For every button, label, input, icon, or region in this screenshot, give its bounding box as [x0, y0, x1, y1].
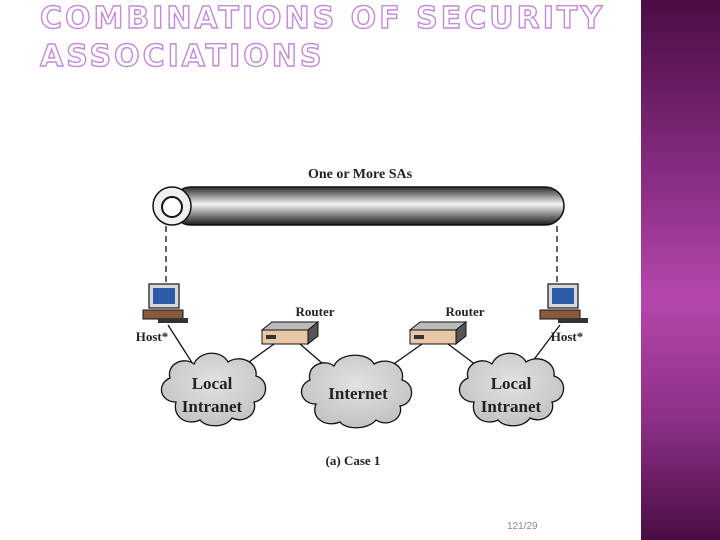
router-icon-right [408, 320, 468, 346]
computer-icon-left [142, 283, 188, 323]
host-label-left: Host* [136, 329, 169, 344]
cloud-local-intranet-left [160, 352, 267, 427]
cloud-label-right-line1: Local [491, 374, 532, 393]
cloud-label-internet: Internet [328, 384, 388, 403]
diagram-caption: (a) Case 1 [326, 453, 381, 468]
router-icon-left [260, 320, 320, 346]
router-label-left: Router [296, 304, 335, 319]
page-number: 121/29 [507, 521, 538, 532]
title-line-1: COMBINATIONS OF SECURITY [39, 0, 606, 36]
cloud-label-left-line1: Local [192, 374, 233, 393]
cloud-label-right-line2: Intranet [481, 397, 542, 416]
host-label-right: Host* [551, 329, 584, 344]
sa-tunnel [152, 186, 565, 226]
title-line-2: ASSOCIATIONS [39, 38, 325, 74]
decorative-sidebar [641, 0, 720, 540]
cloud-local-intranet-right [458, 352, 565, 427]
cloud-internet [300, 354, 413, 429]
slide-title: COMBINATIONS OF SECURITY ASSOCIATIONS [39, 0, 606, 76]
computer-icon-right [539, 283, 588, 323]
tunnel-label: One or More SAs [308, 167, 413, 182]
network-diagram: One or More SAs Host* Host* Router [136, 167, 588, 468]
router-label-right: Router [446, 304, 485, 319]
cloud-label-left-line2: Intranet [182, 397, 243, 416]
